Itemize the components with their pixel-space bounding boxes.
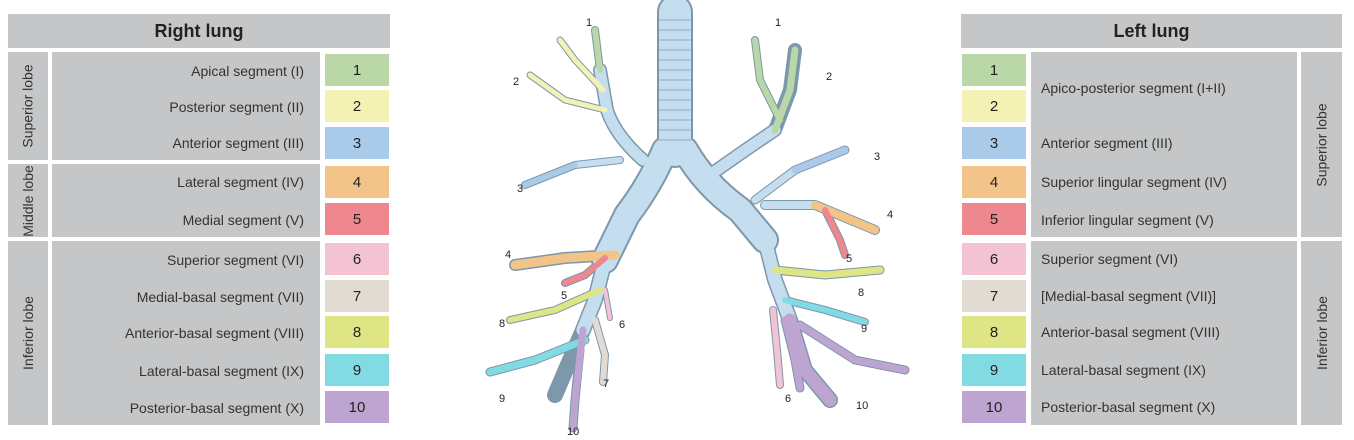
left-segment-label: [Medial-basal segment (VII)] <box>1041 288 1217 304</box>
right-segment-label: Anterior segment (III) <box>172 135 305 151</box>
right-callout-3: 3 <box>517 183 523 195</box>
left-superior-lobe-label: Superior lobe <box>1301 52 1342 237</box>
left-swatch-4: 4 <box>962 166 1026 198</box>
right-callout-5: 5 <box>561 290 567 302</box>
right-segment-label: Posterior segment (II) <box>169 99 304 115</box>
right-swatch-9: 9 <box>325 354 389 386</box>
bronchial-tree-diagram: 1 2 3 4 5 6 7 8 9 10 1 2 3 4 5 6 8 9 10 <box>485 0 910 438</box>
left-callout-9: 9 <box>861 323 867 335</box>
left-lung-title: Left lung <box>961 14 1342 48</box>
right-segment-label: Medial segment (V) <box>182 212 304 228</box>
right-swatch-3: 3 <box>325 127 389 159</box>
right-swatch-6: 6 <box>325 243 389 275</box>
right-swatch-4: 4 <box>325 166 389 198</box>
right-callout-8: 8 <box>499 318 505 330</box>
left-swatch-6: 6 <box>962 243 1026 275</box>
left-callout-1: 1 <box>775 17 781 29</box>
right-callout-9: 9 <box>499 393 505 405</box>
right-segment-label: Superior segment (VI) <box>167 251 304 268</box>
right-callout-1: 1 <box>586 17 592 29</box>
left-callout-8: 8 <box>858 287 864 299</box>
right-inferior-lobe-group <box>52 241 320 425</box>
right-swatch-2: 2 <box>325 90 389 122</box>
right-middle-lobe-label: Middle lobe <box>8 164 48 237</box>
left-swatch-1: 1 <box>962 54 1026 86</box>
left-segment-label: Anterior segment (III) <box>1041 135 1173 151</box>
right-swatch-5: 5 <box>325 203 389 235</box>
right-inferior-lobe-label: Inferior lobe <box>8 241 48 425</box>
right-swatch-10: 10 <box>325 391 389 423</box>
left-superior-lobe-group <box>1031 52 1297 237</box>
right-segment-label: Posterior-basal segment (X) <box>129 399 304 416</box>
left-callout-2: 2 <box>826 71 832 83</box>
left-segment-label: Anterior-basal segment (VIII) <box>1041 324 1220 340</box>
right-superior-lobe-group <box>52 52 320 160</box>
left-segment-label: Inferior lingular segment (V) <box>1041 212 1214 228</box>
right-callout-4: 4 <box>505 249 511 261</box>
left-callout-10: 10 <box>856 400 868 412</box>
right-callout-6: 6 <box>619 319 625 331</box>
left-callout-4: 4 <box>887 209 893 221</box>
left-swatch-7: 7 <box>962 280 1026 312</box>
left-inferior-lobe-group <box>1031 241 1297 425</box>
left-swatch-8: 8 <box>962 316 1026 348</box>
left-swatch-9: 9 <box>962 354 1026 386</box>
left-segment-label: Apico-posterior segment (I+II) <box>1041 80 1226 96</box>
right-callout-2: 2 <box>513 76 519 88</box>
left-swatch-5: 5 <box>962 203 1026 235</box>
right-segment-label: Anterior-basal segment (VIII) <box>125 324 304 341</box>
right-lung-title: Right lung <box>8 14 390 48</box>
left-swatch-3: 3 <box>962 127 1026 159</box>
right-superior-lobe-label: Superior lobe <box>8 52 48 160</box>
left-callout-3: 3 <box>874 151 880 163</box>
left-inferior-lobe-label: Inferior lobe <box>1301 241 1342 425</box>
left-swatch-2: 2 <box>962 90 1026 122</box>
right-segment-label: Lateral-basal segment (IX) <box>139 362 304 379</box>
right-callout-7: 7 <box>603 378 609 390</box>
right-middle-lobe-group <box>52 164 320 237</box>
right-segment-label: Apical segment (I) <box>191 63 304 79</box>
right-swatch-7: 7 <box>325 280 389 312</box>
left-segment-label: Superior lingular segment (IV) <box>1041 174 1227 190</box>
right-swatch-8: 8 <box>325 316 389 348</box>
left-segment-label: Lateral-basal segment (IX) <box>1041 362 1206 378</box>
left-swatch-10: 10 <box>962 391 1026 423</box>
left-callout-6: 6 <box>785 393 791 405</box>
right-swatch-1: 1 <box>325 54 389 86</box>
right-segment-label: Medial-basal segment (VII) <box>136 288 304 305</box>
left-segment-label: Posterior-basal segment (X) <box>1041 399 1216 415</box>
right-segment-label: Lateral segment (IV) <box>177 174 304 190</box>
left-segment-label: Superior segment (VI) <box>1041 251 1178 267</box>
right-callout-10: 10 <box>567 426 579 438</box>
left-callout-5: 5 <box>846 253 852 265</box>
